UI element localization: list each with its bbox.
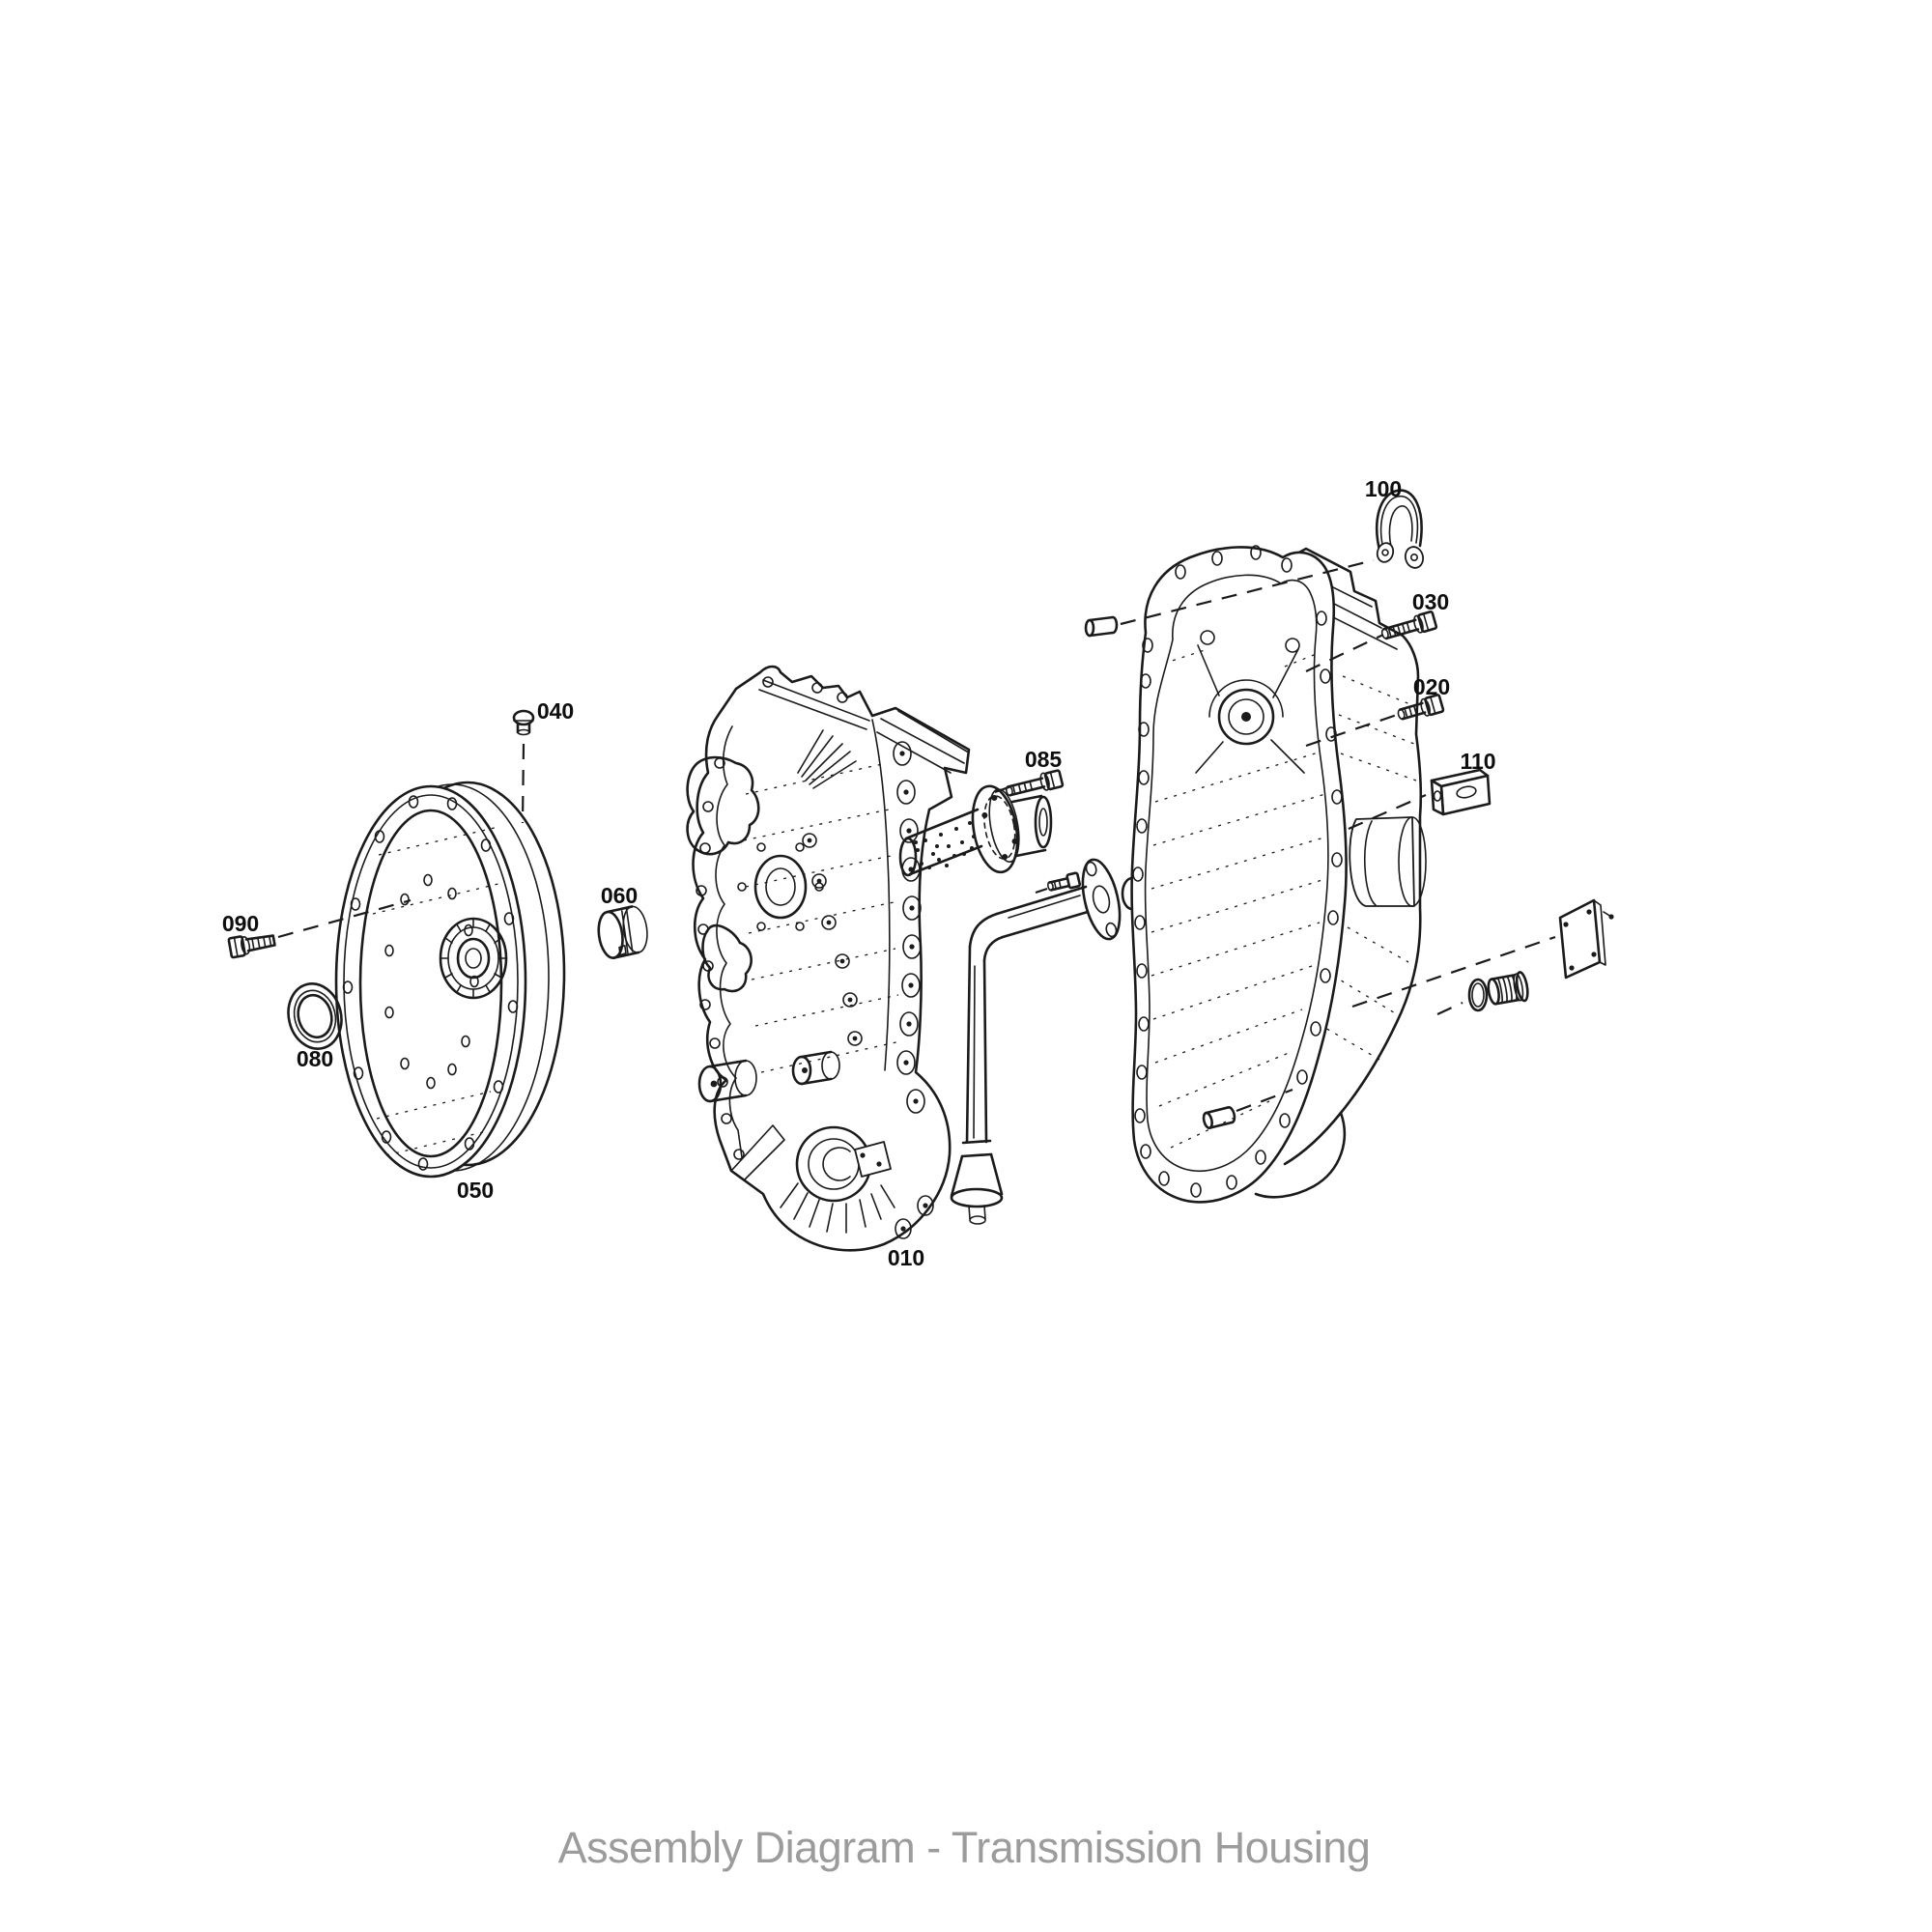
leader-plug xyxy=(1436,1002,1463,1015)
bell-housing-rim-holes xyxy=(342,795,519,1171)
front-housing-boss-left xyxy=(697,1059,757,1103)
rear-housing-drawing xyxy=(1130,545,1427,1204)
shaft-seal-ring-drawing xyxy=(287,982,343,1050)
front-housing-band-bosses xyxy=(893,741,925,1114)
part-label-100: 100 xyxy=(1365,476,1402,501)
bell-housing-drawing xyxy=(334,781,566,1179)
part-label-110: 110 xyxy=(1460,749,1495,774)
dowel-pin-lower-drawing xyxy=(1202,1106,1236,1130)
leader-030 xyxy=(1305,634,1384,672)
front-housing-gasket-holes xyxy=(696,757,745,1160)
front-housing-drawing xyxy=(686,665,971,1252)
front-housing-fin-fan xyxy=(797,729,857,789)
rear-housing-interior xyxy=(1151,630,1328,1149)
leader-100 xyxy=(1120,558,1375,626)
part-label-085: 085 xyxy=(1025,747,1063,772)
front-housing-boss-mid xyxy=(791,1050,840,1086)
clamping-bracket-drawing xyxy=(1430,768,1492,816)
hex-bolt-090-drawing xyxy=(227,934,276,959)
bearing-shell-drawing xyxy=(597,905,648,959)
hex-bolt-085-drawing xyxy=(1005,769,1065,797)
hex-bolt-030-drawing xyxy=(1380,610,1438,640)
part-label-050: 050 xyxy=(457,1178,494,1203)
leader-090 xyxy=(277,898,412,939)
leader-shim-plate xyxy=(1351,935,1556,1009)
leader-085 xyxy=(994,784,1012,794)
oil-suction-pipe-drawing xyxy=(950,858,1122,1225)
plug-o-ring-drawing xyxy=(1467,978,1489,1012)
front-housing-lower-bore xyxy=(795,1125,892,1203)
leader-020 xyxy=(1305,713,1398,748)
breather-plug-drawing xyxy=(512,709,535,736)
part-label-020: 020 xyxy=(1413,674,1450,699)
leader-dowel-lower xyxy=(1236,1088,1293,1113)
part-label-060: 060 xyxy=(601,883,638,908)
screw-plug-drawing xyxy=(1487,971,1529,1006)
front-housing-face-holes xyxy=(802,833,863,1046)
input-flange-shaft-drawing xyxy=(898,784,1053,877)
dowel-pin-upper-drawing xyxy=(1084,615,1119,638)
diagram-caption: Assembly Diagram - Transmission Housing xyxy=(558,1823,1371,1872)
front-housing-hatching xyxy=(743,762,901,1073)
part-label-090: 090 xyxy=(222,911,259,936)
leader-110 xyxy=(1348,793,1427,831)
pipe-flange-bolt-drawing xyxy=(1047,871,1082,892)
leader-pipe-bolt xyxy=(1035,887,1048,895)
bell-housing-hub xyxy=(439,917,508,1000)
front-housing-radial-fan xyxy=(780,1182,895,1234)
leader-040 xyxy=(521,743,526,824)
part-label-040: 040 xyxy=(537,698,574,724)
hex-bolt-020-drawing xyxy=(1397,694,1445,721)
part-label-080: 080 xyxy=(297,1046,333,1071)
bell-housing-face-holes xyxy=(384,873,479,1090)
rear-housing-boss xyxy=(1349,816,1427,907)
part-label-010: 010 xyxy=(888,1245,924,1270)
part-label-030: 030 xyxy=(1412,589,1449,614)
rear-housing-gasket-holes xyxy=(1132,545,1343,1198)
shim-plate-drawing xyxy=(1558,898,1614,980)
retaining-clamp-drawing xyxy=(1376,489,1425,569)
